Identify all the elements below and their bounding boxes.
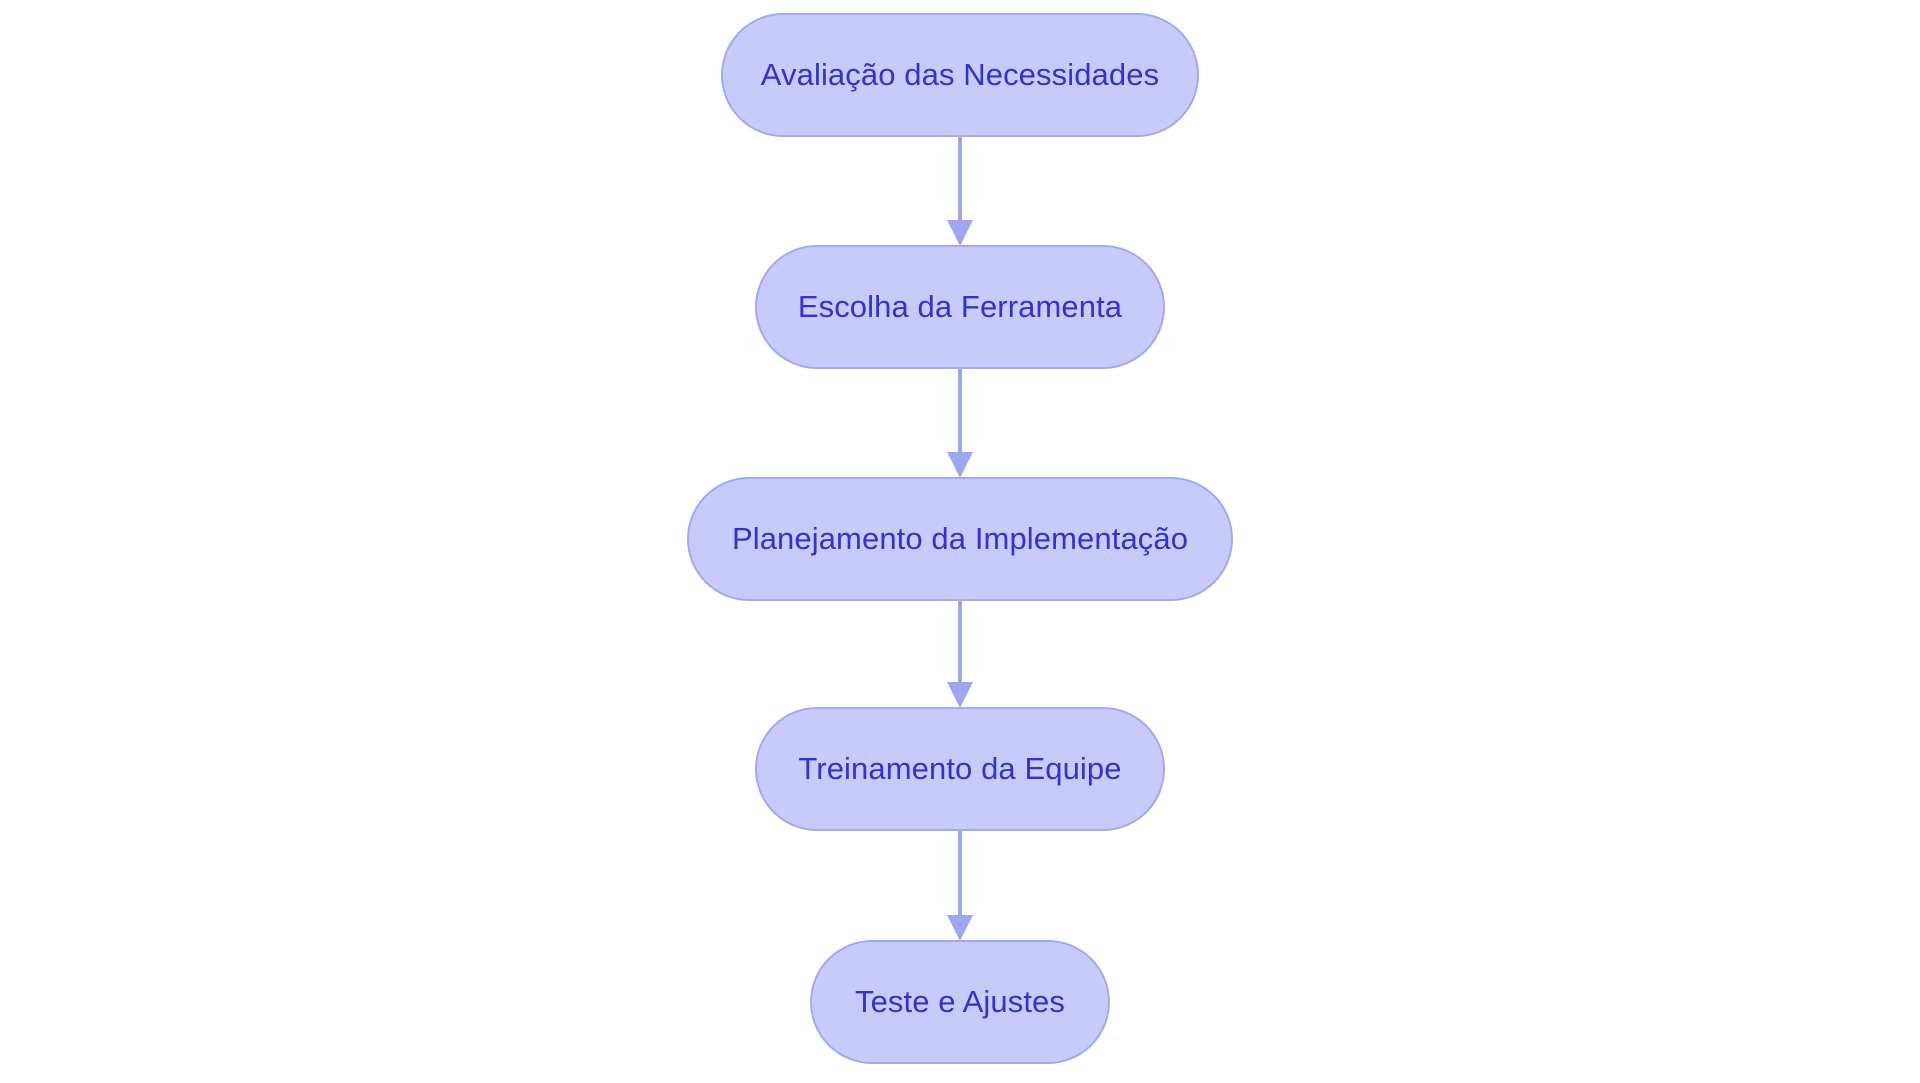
down-arrow-icon: [947, 368, 973, 478]
node-label: Avaliação das Necessidades: [760, 56, 1160, 92]
node-label: Escolha da Ferramenta: [797, 288, 1123, 324]
flowchart-node-teste-e-ajustes[interactable]: Teste e Ajustes: [810, 940, 1110, 1064]
down-arrow-icon: [947, 599, 973, 708]
flowchart-edge-n2-to-n3: [0, 368, 1920, 479]
flowchart-node-avaliacao-das-necessidades[interactable]: Avaliação das Necessidades: [721, 13, 1199, 137]
flowchart-edge-n4-to-n5: [0, 829, 1920, 942]
node-label: Teste e Ajustes: [854, 983, 1065, 1019]
down-arrow-icon: [947, 829, 973, 941]
node-label: Treinamento da Equipe: [798, 750, 1122, 786]
flowchart-edge-n3-to-n4: [0, 599, 1920, 709]
node-label: Planejamento da Implementação: [731, 520, 1189, 556]
flowchart-node-escolha-da-ferramenta[interactable]: Escolha da Ferramenta: [755, 245, 1165, 369]
down-arrow-icon: [947, 136, 973, 246]
flowchart-node-planejamento-da-implementacao[interactable]: Planejamento da Implementação: [687, 477, 1233, 601]
flowchart-node-treinamento-da-equipe[interactable]: Treinamento da Equipe: [755, 707, 1165, 831]
flowchart-edge-n1-to-n2: [0, 136, 1920, 247]
